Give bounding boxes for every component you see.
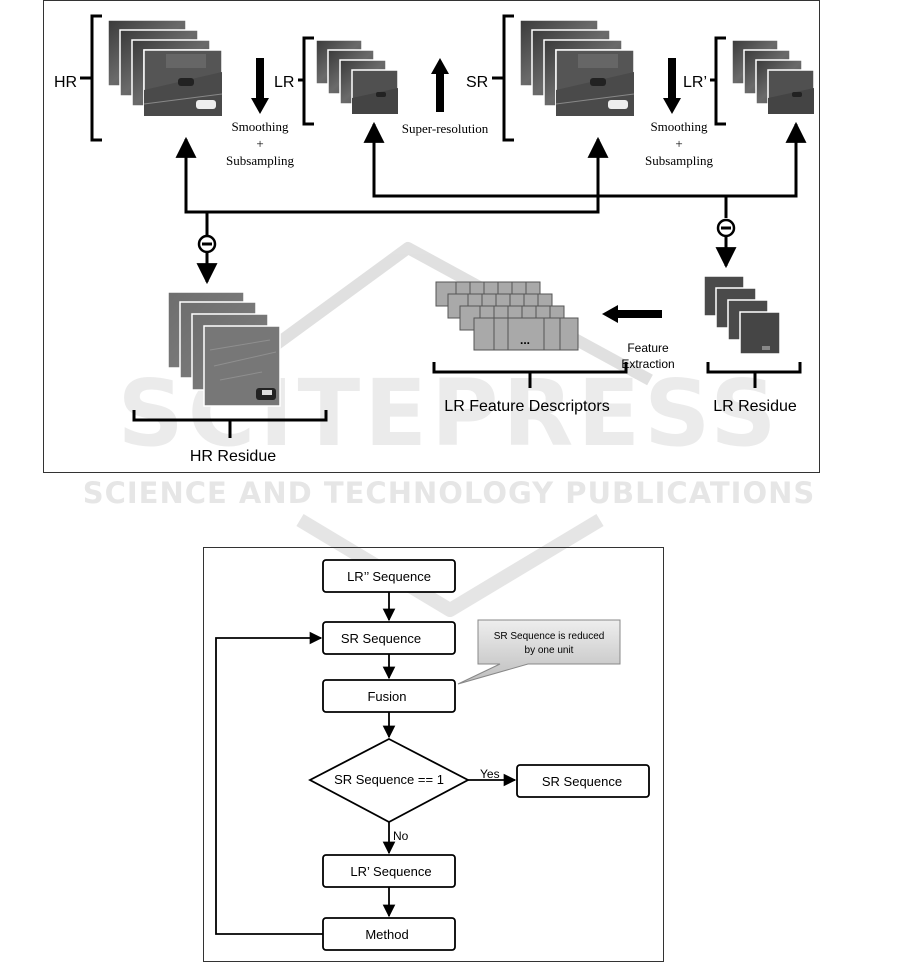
feature-extraction-line2: Extraction (621, 357, 674, 371)
callout-line1: SR Sequence is reduced (494, 631, 605, 642)
hr-bracket (80, 14, 102, 142)
descriptor-ellipsis: ... (520, 333, 530, 347)
lr-lrprime-connector (363, 121, 807, 218)
sr-sequence-output-box (516, 764, 650, 798)
feature-extraction-line1: Feature (627, 341, 669, 355)
lr-feature-descriptors-label: LR Feature Descriptors (444, 398, 609, 415)
lr-prime-label: LR’ (683, 74, 707, 91)
lr-bracket (298, 36, 314, 126)
method-label: Method (365, 927, 408, 942)
lr-prime-bracket (710, 36, 726, 126)
minus-symbol-hr (197, 234, 217, 254)
lr-prime-frames (731, 39, 815, 115)
lr-residue-label: LR Residue (713, 398, 797, 415)
hr-residue-frames (167, 291, 281, 407)
subsampling-label-2: Subsampling (645, 153, 713, 168)
watermark-v-shape (296, 513, 604, 617)
sr-sequence-label: SR Sequence (341, 631, 421, 646)
watermark-sub-text: SCIENCE AND TECHNOLOGY PUBLICATIONS (83, 476, 816, 510)
plus-label-2: + (675, 136, 682, 151)
sr-sequence-output-label: SR Sequence (542, 774, 622, 789)
hr-residue-label: HR Residue (190, 448, 276, 465)
lr-residue-frames (703, 275, 781, 355)
subsampling-label-1: Subsampling (226, 153, 294, 168)
smoothing-label-2: Smoothing (650, 119, 708, 134)
lr-feature-descriptors-stack (435, 281, 579, 351)
fusion-label: Fusion (367, 689, 406, 704)
minus-symbol-lr (716, 218, 736, 238)
lr-residue-bracket (706, 362, 802, 388)
no-label: No (393, 829, 409, 843)
hr-frames (107, 19, 223, 117)
smoothing-label-1: Smoothing (231, 119, 289, 134)
sr-label: SR (466, 74, 488, 91)
callout-box (457, 619, 621, 685)
lr-label: LR (274, 74, 294, 91)
lr-feature-descriptors-bracket (432, 362, 628, 388)
hr-residue-bracket (132, 410, 328, 438)
super-resolution-label: Super-resolution (402, 121, 489, 136)
decision-label: SR Sequence == 1 (334, 772, 444, 787)
hr-label: HR (54, 74, 77, 91)
flowchart-frame (203, 547, 664, 962)
hr-sr-connector (175, 136, 609, 236)
top-diagram-frame (43, 0, 820, 473)
lr-double-prime-sequence-label: LR’’ Sequence (347, 569, 431, 584)
sr-bracket (492, 14, 514, 142)
yes-label: Yes (480, 767, 500, 781)
callout-line2: by one unit (525, 645, 574, 656)
lr-frames (315, 39, 399, 115)
plus-label-1: + (256, 136, 263, 151)
sr-frames (519, 19, 635, 117)
lr-prime-sequence-label: LR’ Sequence (350, 864, 431, 879)
arrow-loop-back (215, 631, 323, 935)
